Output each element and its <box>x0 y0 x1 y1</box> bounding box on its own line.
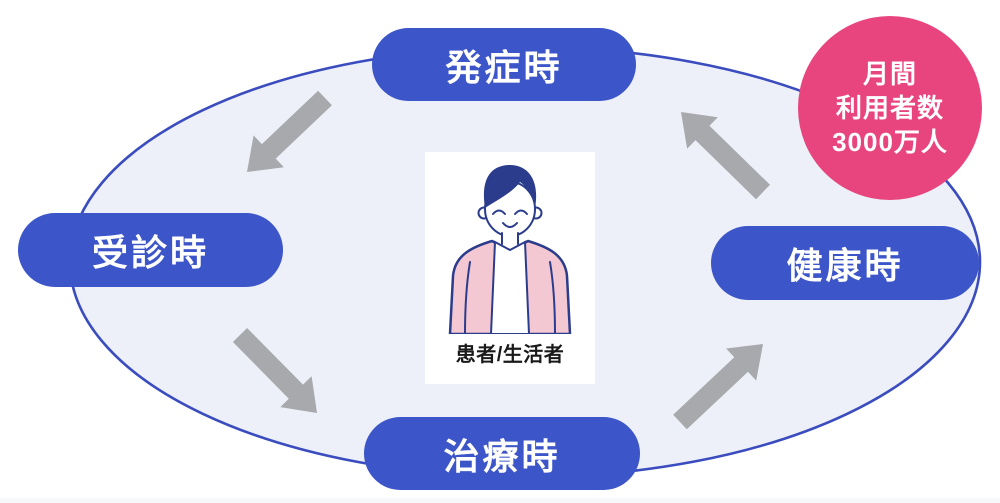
arrow-onset-to-consultation-icon <box>247 90 332 172</box>
person-illustration-icon <box>448 165 572 334</box>
monthly-users-badge: 月間 利用者数 3000万人 <box>798 16 982 200</box>
stage-healthy-label: 健康時 <box>786 245 904 286</box>
badge-line-3: 3000万人 <box>832 127 948 158</box>
stage-treatment-label: 治療時 <box>443 435 561 477</box>
patient-card: 患者/生活者 <box>425 152 595 384</box>
patient-caption: 患者/生活者 <box>455 344 565 366</box>
arrow-consultation-to-treatment-icon <box>232 328 317 413</box>
badge-line-1: 月間 <box>862 58 917 89</box>
stage-consultation-label: 受診時 <box>91 232 209 273</box>
arrow-healthy-to-onset-icon <box>681 112 770 200</box>
badge-line-2: 利用者数 <box>835 92 944 123</box>
stage-consultation: 受診時 <box>18 213 283 287</box>
stage-healthy: 健康時 <box>711 226 979 300</box>
stage-onset: 発症時 <box>372 28 636 101</box>
arrow-treatment-to-healthy-icon <box>673 344 763 430</box>
stage-onset-label: 発症時 <box>445 46 563 88</box>
bottom-edge-strip <box>0 498 1000 503</box>
stage-treatment: 治療時 <box>364 417 640 490</box>
